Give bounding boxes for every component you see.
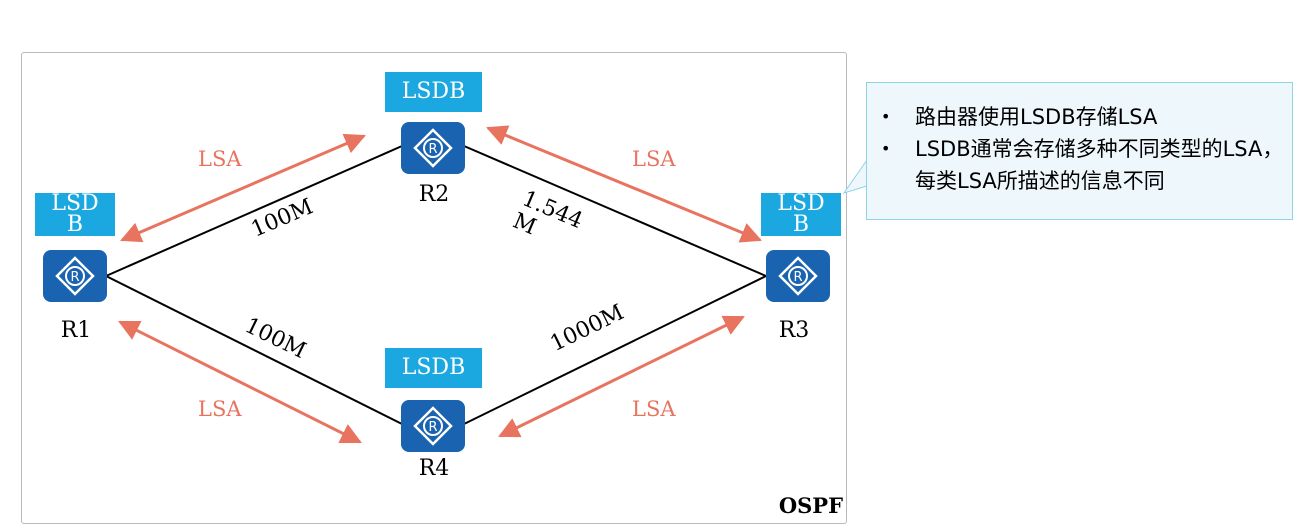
router-label-r2: R2 — [418, 182, 450, 207]
link-r4-r3 — [463, 275, 767, 425]
note-text: LSDB通常会存储多种不同类型的LSA，每类LSA所描述的信息不同 — [915, 137, 1284, 193]
svg-text:R: R — [70, 270, 79, 285]
router-symbol-icon: R — [413, 128, 453, 168]
lsa-label: LSA — [198, 147, 242, 171]
bullet-icon: • — [881, 107, 891, 126]
link-r2-r3 — [463, 145, 767, 277]
svg-text:R: R — [428, 142, 437, 157]
router-r3-icon[interactable]: R — [766, 250, 830, 302]
lsa-label: LSA — [198, 397, 242, 421]
bullet-icon: • — [881, 139, 891, 158]
lsdb-box-r2: LSDB — [385, 72, 482, 112]
router-r2-icon[interactable]: R — [401, 122, 465, 174]
lsdb-box-r1: LSDB — [35, 193, 115, 236]
router-label-r1: R1 — [60, 318, 92, 343]
router-label-r3: R3 — [778, 318, 810, 343]
router-r1-icon[interactable]: R — [43, 250, 107, 302]
svg-text:R: R — [793, 270, 802, 285]
lsa-label: LSA — [632, 147, 676, 171]
notes-list: • 路由器使用LSDB存储LSA • LSDB通常会存储多种不同类型的LSA，每… — [867, 83, 1292, 197]
note-item: • 路由器使用LSDB存储LSA — [867, 101, 1292, 133]
lsa-arrow-r1-r2 — [120, 133, 366, 243]
area-label: OSPF — [778, 493, 843, 518]
lsdb-box-r4: LSDB — [385, 348, 482, 388]
link-r1-r2 — [105, 145, 403, 277]
note-item: • LSDB通常会存储多种不同类型的LSA，每类LSA所描述的信息不同 — [867, 133, 1292, 197]
router-symbol-icon: R — [55, 256, 95, 296]
router-label-r4: R4 — [418, 456, 450, 481]
svg-text:R: R — [428, 420, 437, 435]
link-r1-r4 — [105, 275, 403, 425]
router-symbol-icon: R — [413, 406, 453, 446]
lsdb-box-r3: LSDB — [761, 193, 841, 236]
lsa-arrow-r2-r3 — [486, 125, 762, 243]
router-r4-icon[interactable]: R — [401, 400, 465, 452]
lsa-label: LSA — [632, 397, 676, 421]
note-text: 路由器使用LSDB存储LSA — [915, 105, 1158, 129]
router-symbol-icon: R — [778, 256, 818, 296]
lsa-arrow-r1-r4 — [118, 320, 362, 444]
lsa-arrow-r4-r3 — [498, 315, 745, 438]
notes-callout: • 路由器使用LSDB存储LSA • LSDB通常会存储多种不同类型的LSA，每… — [866, 82, 1293, 220]
ospf-area-frame — [21, 52, 847, 524]
